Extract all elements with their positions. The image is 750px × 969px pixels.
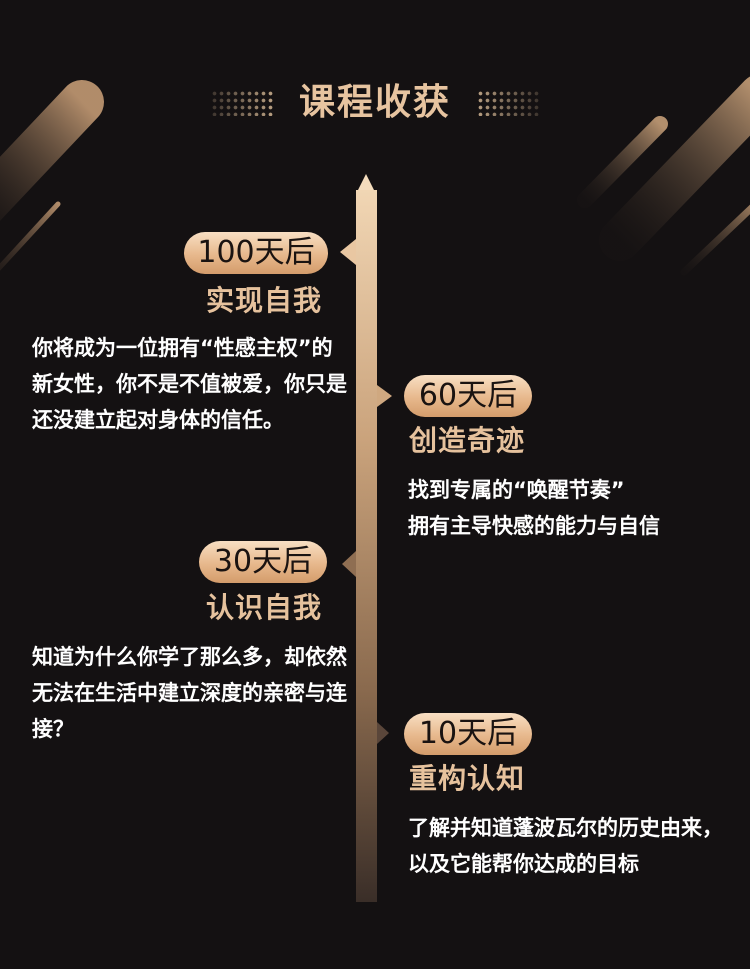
- milestone-description-100: 你将成为一位拥有“性感主权”的新女性，你不是不值被爱，你只是还没建立起对身体的信…: [32, 336, 347, 432]
- timeline-notch-10: [377, 722, 389, 744]
- left-streak-thick: [0, 80, 104, 221]
- milestone-description-60: 找到专属的“唤醒节奏” 拥有主导快感的能力与自信: [408, 472, 738, 544]
- right-streak-mid: [577, 116, 668, 208]
- timeline-notch-60: [377, 385, 392, 407]
- milestone-description-60-line-1: 找到专属的“唤醒节奏”: [408, 478, 625, 502]
- milestone-badge-60: 60天后: [404, 375, 532, 417]
- right-streak-thick: [599, 76, 750, 261]
- section-header: 课程收获: [0, 78, 750, 128]
- milestone-description-30: 知道为什么你学了那么多，却依然无法在生活中建立深度的亲密与连接？: [32, 645, 347, 741]
- timeline-arrow-up-icon: [357, 174, 375, 192]
- milestone-description-10: 了解并知道蓬波瓦尔的历史由来，以及它能帮你达成的目标: [408, 816, 723, 876]
- milestone-heading-10: 重构认知: [409, 762, 526, 795]
- dots-ornament-left: [210, 90, 273, 116]
- right-streak-thin: [680, 204, 750, 276]
- milestone-badge-10: 10天后: [404, 713, 532, 755]
- milestone-heading-30: 认识自我: [205, 591, 322, 624]
- milestone-heading-100: 实现自我: [205, 284, 322, 317]
- page-title: 课程收获: [298, 82, 451, 123]
- left-streak-thin: [0, 201, 61, 271]
- milestone-heading-60: 创造奇迹: [409, 424, 526, 457]
- milestone-badge-100: 100天后: [184, 232, 328, 274]
- timeline-notch-30: [342, 551, 356, 577]
- dots-ornament-right: [477, 90, 539, 116]
- milestone-badge-30: 30天后: [199, 541, 327, 583]
- milestone-description-60-line-2: 拥有主导快感的能力与自信: [408, 514, 660, 538]
- timeline-spine: [356, 190, 377, 902]
- timeline-notch-100: [340, 239, 356, 265]
